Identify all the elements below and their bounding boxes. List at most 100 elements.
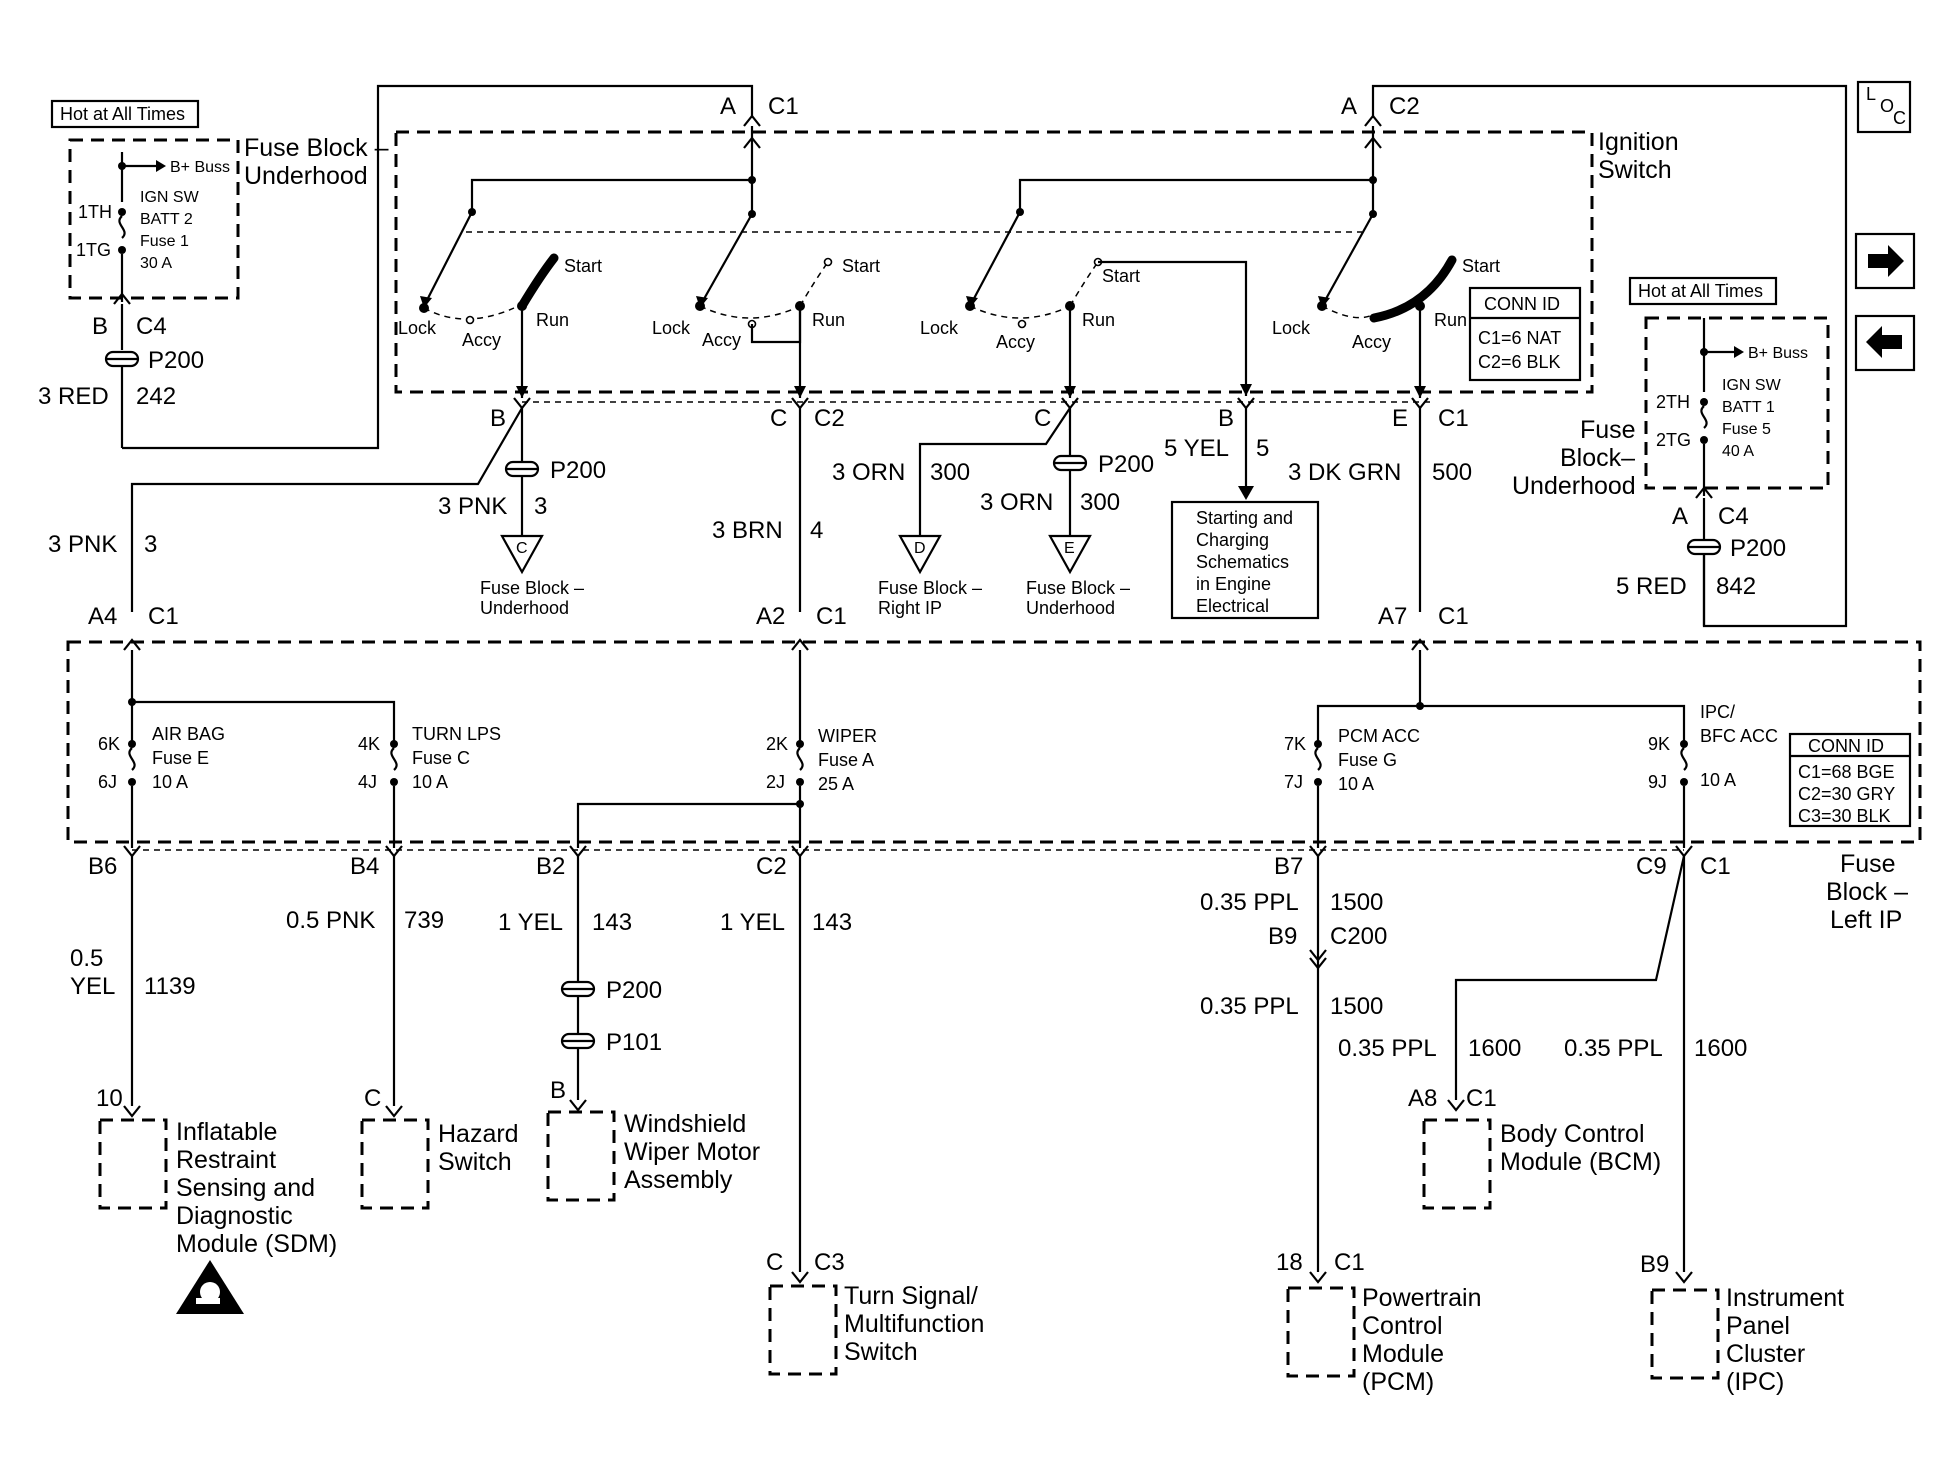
label-connectors-a_c4-0: A xyxy=(1672,503,1688,530)
label-wires-yel1139-1: YEL xyxy=(70,973,115,1000)
bcm-component[interactable] xyxy=(1422,1118,1492,1210)
fuse-name: IGN SW xyxy=(140,189,200,206)
label-grounds-e-0: E xyxy=(1064,540,1075,557)
label-grounds-c-0: C xyxy=(516,540,528,557)
label-connectors-a4_c1-1: C1 xyxy=(148,603,179,630)
label-components-hazard-0: Hazard xyxy=(438,1120,519,1148)
label-ignition_switch-positions-start: Start xyxy=(1462,256,1500,276)
label-components-ipc-0: Instrument xyxy=(1726,1284,1844,1312)
wire-circuit: 242 xyxy=(136,383,176,410)
label-fuse_block_underhood_right-pin_bottom: 2TG xyxy=(1656,430,1691,450)
label-ignition_switch-positions-start: Start xyxy=(1102,266,1140,286)
label-grounds-d-2: Right IP xyxy=(878,598,942,618)
label-ignition_switch-positions-run: Run xyxy=(536,310,569,330)
label-fuse_block_ip-conn_c1: C1=68 BGE xyxy=(1798,762,1895,782)
wiper-motor-component[interactable] xyxy=(546,1110,616,1202)
airbag-warning-icon xyxy=(176,1260,244,1314)
label-splices-p200: P200 xyxy=(550,457,606,484)
label-ignition_switch-positions-accy: Accy xyxy=(702,330,741,350)
label-starting_box-2: Schematics xyxy=(1196,552,1289,572)
label-wires-pnk739-0: 0.5 PNK xyxy=(286,907,375,934)
label-wires-orn300b-1: 300 xyxy=(1080,489,1120,516)
label-ignition_switch-conn_c1: C1=6 NAT xyxy=(1478,328,1561,348)
label-components-ipc-1: Panel xyxy=(1726,1312,1790,1340)
label-wires-ppl1600b-0: 0.35 PPL xyxy=(1564,1035,1663,1062)
label-ignition_switch-positions-run: Run xyxy=(812,310,845,330)
label-wires-orn300a-0: 3 ORN xyxy=(832,459,905,486)
label-wires-ppl1600a-0: 0.35 PPL xyxy=(1338,1035,1437,1062)
fuse-block-underhood-left-title: Fuse Block – xyxy=(244,134,389,162)
label-connectors-b6-0: B6 xyxy=(88,853,117,880)
label-wires-yel5-0: 5 YEL xyxy=(1164,435,1229,462)
label-wires-yel5-1: 5 xyxy=(1256,435,1269,462)
label-fuse_block_ip-fuses-4-pin_bottom: 9J xyxy=(1648,772,1667,792)
label-connectors-a7_c1-0: A7 xyxy=(1378,603,1407,630)
label-wires-ppl1600a-1: 1600 xyxy=(1468,1035,1521,1062)
switch-section-4: Lock Accy Run Start xyxy=(1272,213,1500,398)
label-components-sdm-2: Sensing and xyxy=(176,1174,315,1202)
label-grounds-c-1: Fuse Block – xyxy=(480,578,584,598)
sdm-component[interactable] xyxy=(98,1118,168,1210)
starting-charging-box[interactable]: Starting and Charging Schematics in Engi… xyxy=(1170,500,1320,620)
label-fuse_block_ip-fuses-3-pin_bottom: 7J xyxy=(1284,772,1303,792)
label-ignition_switch-positions-accy: Accy xyxy=(1352,332,1391,352)
b-plus-buss-label: B+ Buss xyxy=(170,159,230,176)
label-ignition_switch-positions-lock: Lock xyxy=(920,318,959,338)
label-components-bcm-1: Module (BCM) xyxy=(1500,1148,1661,1176)
arrow-right-icon[interactable] xyxy=(1854,232,1916,290)
label-ignition_switch-positions-accy: Accy xyxy=(462,330,501,350)
splice-p200-d: P200 xyxy=(1686,535,1786,562)
label-starting_box-0: Starting and xyxy=(1196,508,1293,528)
label-wires-red842-1: 842 xyxy=(1716,573,1756,600)
conn-c2: C2 xyxy=(814,405,845,432)
loc-icon[interactable]: L O C xyxy=(1856,80,1912,134)
label-connectors-b9_c200-0: B9 xyxy=(1268,923,1297,950)
label-fuse_block_ip-conn_id_title: CONN ID xyxy=(1808,736,1884,756)
hazard-switch-component[interactable] xyxy=(360,1118,430,1210)
label-fuse_block_ip-fuses-3-fuse: Fuse G xyxy=(1338,750,1397,770)
label-connectors-c_haz-0: C xyxy=(364,1085,381,1112)
label-splices-p101: P101 xyxy=(606,1029,662,1056)
label-connectors-b9_c200-1: C200 xyxy=(1330,923,1387,950)
switch-section-2: Lock Accy Run Start xyxy=(652,213,880,398)
label-wires-pnk3b-0: 3 PNK xyxy=(48,531,117,558)
label-connectors-b_wiper-0: B xyxy=(550,1077,566,1104)
label-fuse_block_ip-fuses-0-name: AIR BAG xyxy=(152,724,225,744)
label-wires-dkgrn500-1: 500 xyxy=(1432,459,1472,486)
ignition-switch-title2: Switch xyxy=(1598,156,1672,184)
label-fuse_block_ip-fuses-0-amps: 10 A xyxy=(152,772,188,792)
label-grounds-d-0: D xyxy=(914,540,926,557)
label-ignition_switch-positions-start: Start xyxy=(564,256,602,276)
label-fuse_block_ip-fuses-2-fuse: Fuse A xyxy=(818,750,874,770)
label-fuse_block_underhood_right-fuse_name: IGN SW xyxy=(1722,377,1782,394)
pcm-component[interactable] xyxy=(1286,1286,1356,1378)
label-components-ipc-2: Cluster xyxy=(1726,1340,1805,1368)
label-wires-ppl1600b-1: 1600 xyxy=(1694,1035,1747,1062)
conn-e: E xyxy=(1392,405,1408,432)
label-fuse_block_ip-conn_c2: C2=30 GRY xyxy=(1798,784,1895,804)
label-components-bcm-0: Body Control xyxy=(1500,1120,1645,1148)
ground-c: C Fuse Block – Underhood xyxy=(480,534,584,618)
label-ignition_switch-positions-lock: Lock xyxy=(398,318,437,338)
label-fuse_block_ip-fuses-3-amps: 10 A xyxy=(1338,774,1374,794)
label-connectors-a8_c1-0: A8 xyxy=(1408,1085,1437,1112)
arrow-left-icon[interactable] xyxy=(1854,314,1916,372)
label-components-wiper-2: Assembly xyxy=(624,1166,733,1194)
conn-c1: C1 xyxy=(768,93,799,120)
turn-signal-component[interactable] xyxy=(768,1284,838,1376)
splice-p200-c: P200 xyxy=(1052,451,1154,478)
pin-1th: 1TH xyxy=(78,202,112,222)
label-fuse_block_ip-fuses-2-amps: 25 A xyxy=(818,774,854,794)
label-connectors-a2_c1-0: A2 xyxy=(756,603,785,630)
fuse-turn-lps: 4K 4J TURN LPS Fuse C 10 A xyxy=(358,724,501,848)
ignition-conn-id: CONN ID C1=6 NAT C2=6 BLK xyxy=(1468,286,1582,382)
label-ignition_switch-conn_id_title: CONN ID xyxy=(1484,294,1560,314)
conn-a: A xyxy=(720,93,736,120)
fuse-block-left-ip-box xyxy=(66,640,1922,844)
ipc-component[interactable] xyxy=(1650,1288,1720,1380)
label-fuse_block_ip-fuses-1-amps: 10 A xyxy=(412,772,448,792)
label-ignition_switch-positions-run: Run xyxy=(1082,310,1115,330)
label-fuse_block_underhood_right-pin_top: 2TH xyxy=(1656,392,1690,412)
label-fuse_block_ip-fuses-1-fuse: Fuse C xyxy=(412,748,470,768)
